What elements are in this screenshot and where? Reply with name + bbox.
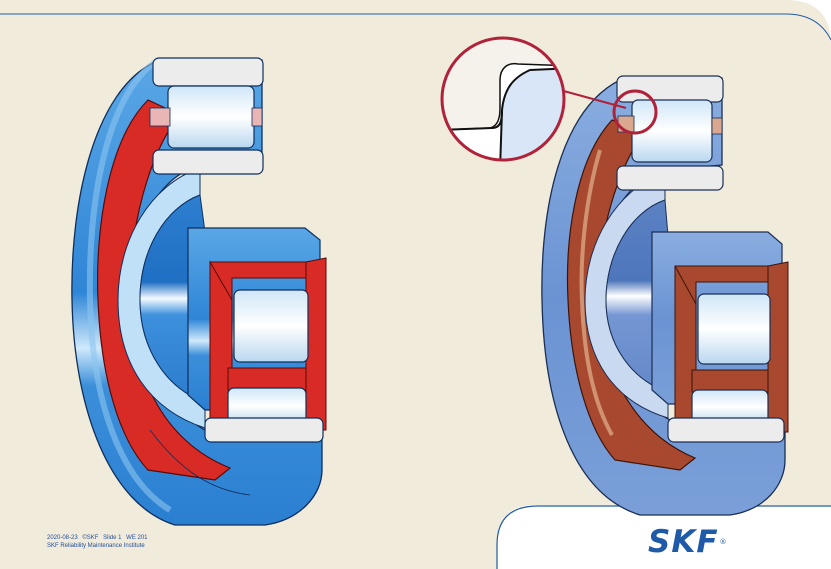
footer-line-1: 2020-08-23 ©SKF Slide 1 WE 201 xyxy=(47,535,151,543)
footer-copyright: ©SKF xyxy=(82,535,99,541)
registered-mark: ® xyxy=(719,538,728,546)
slide-footer: 2020-08-23 ©SKF Slide 1 WE 201 SKF Relia… xyxy=(47,535,151,550)
left-bearing-illustration xyxy=(71,57,327,526)
footer-organization: SKF Reliability Maintenance Institute xyxy=(47,542,145,549)
skf-logo: SKF® xyxy=(648,527,728,558)
footer-course-code: WE 201 xyxy=(126,535,148,541)
footer-date: 2020-08-23 xyxy=(47,535,78,541)
right-bearing-illustration xyxy=(541,75,789,516)
footer-slide-label: Slide xyxy=(103,535,117,541)
skf-logo-text: SKF xyxy=(648,524,719,560)
footer-slide-number: 1 xyxy=(118,535,122,541)
